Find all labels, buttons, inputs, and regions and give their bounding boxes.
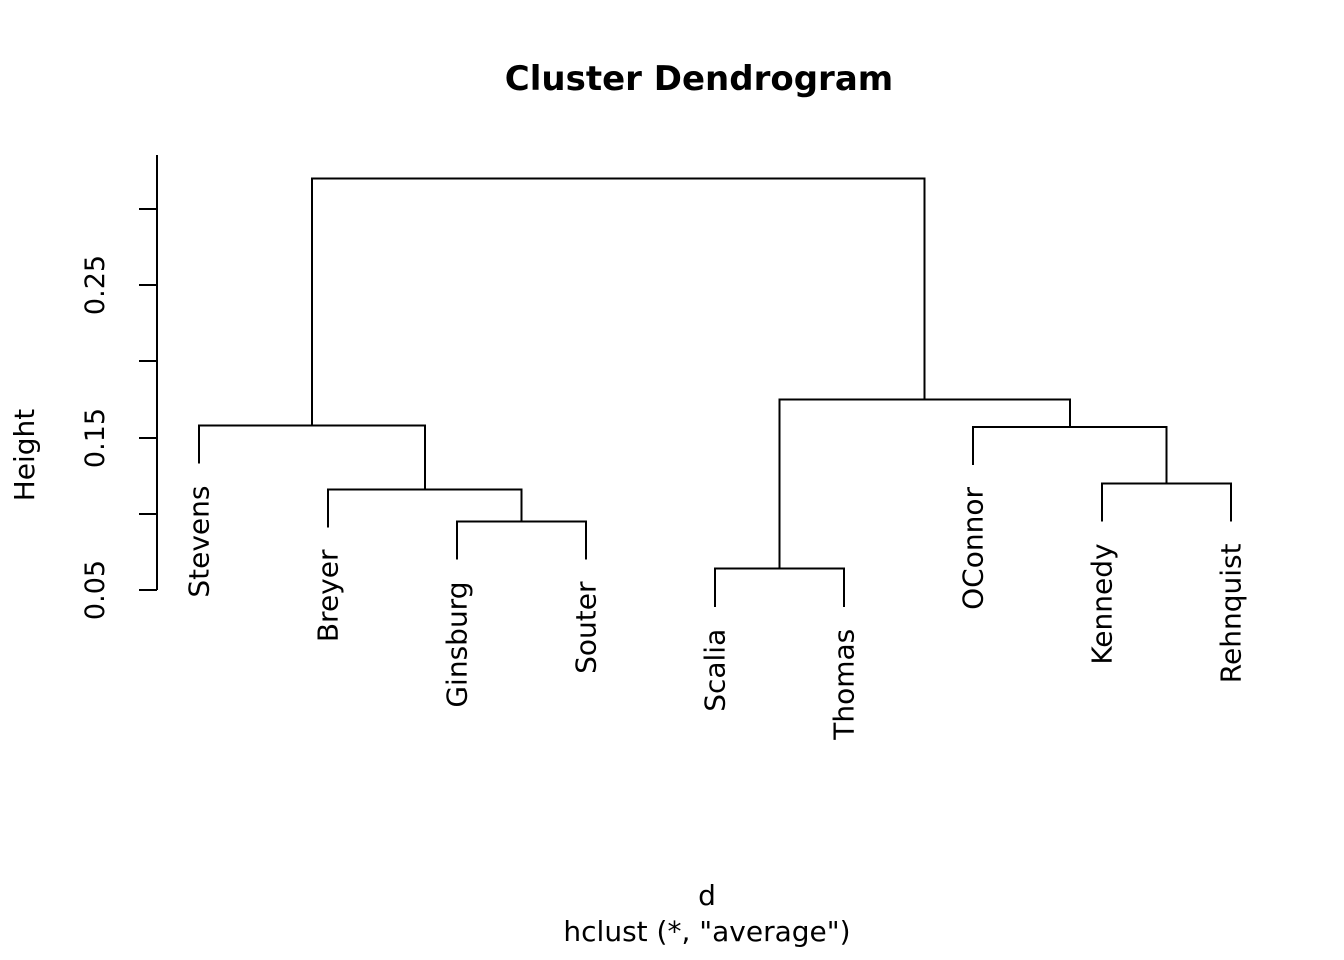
dendrogram-branch bbox=[714, 567, 845, 607]
leaf-label-rehnquist: Rehnquist bbox=[1215, 543, 1248, 683]
y-axis-tick-label: 0.05 bbox=[80, 560, 111, 620]
plot-title: Cluster Dendrogram bbox=[505, 59, 893, 99]
y-axis-label: Height bbox=[8, 409, 41, 502]
leaf-label-stevens: Stevens bbox=[183, 486, 216, 598]
leaf-label-breyer: Breyer bbox=[312, 549, 345, 642]
leaf-label-thomas: Thomas bbox=[828, 629, 861, 741]
dendrogram-branch bbox=[198, 424, 426, 490]
leaf-label-oconnor: OConnor bbox=[957, 487, 990, 610]
y-axis-tick-label: 0.25 bbox=[80, 255, 111, 315]
dendrogram-branch bbox=[778, 398, 1071, 569]
leaf-label-kennedy: Kennedy bbox=[1086, 543, 1119, 664]
y-axis-tick-label: 0.15 bbox=[80, 408, 111, 468]
leaf-label-scalia: Scalia bbox=[699, 629, 732, 712]
dendrogram-branch bbox=[972, 425, 1168, 484]
leaf-label-souter: Souter bbox=[570, 581, 603, 674]
x-axis-caption-line1: d bbox=[698, 879, 716, 912]
dendrogram-branch bbox=[327, 488, 523, 528]
dendrogram-branch bbox=[1101, 482, 1232, 522]
y-axis: 0.05 0.15 0.25 bbox=[80, 155, 158, 620]
x-axis-caption-line2: hclust (*, "average") bbox=[563, 915, 850, 948]
dendrogram-branch bbox=[456, 520, 587, 560]
leaf-label-ginsburg: Ginsburg bbox=[441, 582, 474, 708]
dendrogram-branch bbox=[310, 177, 926, 426]
